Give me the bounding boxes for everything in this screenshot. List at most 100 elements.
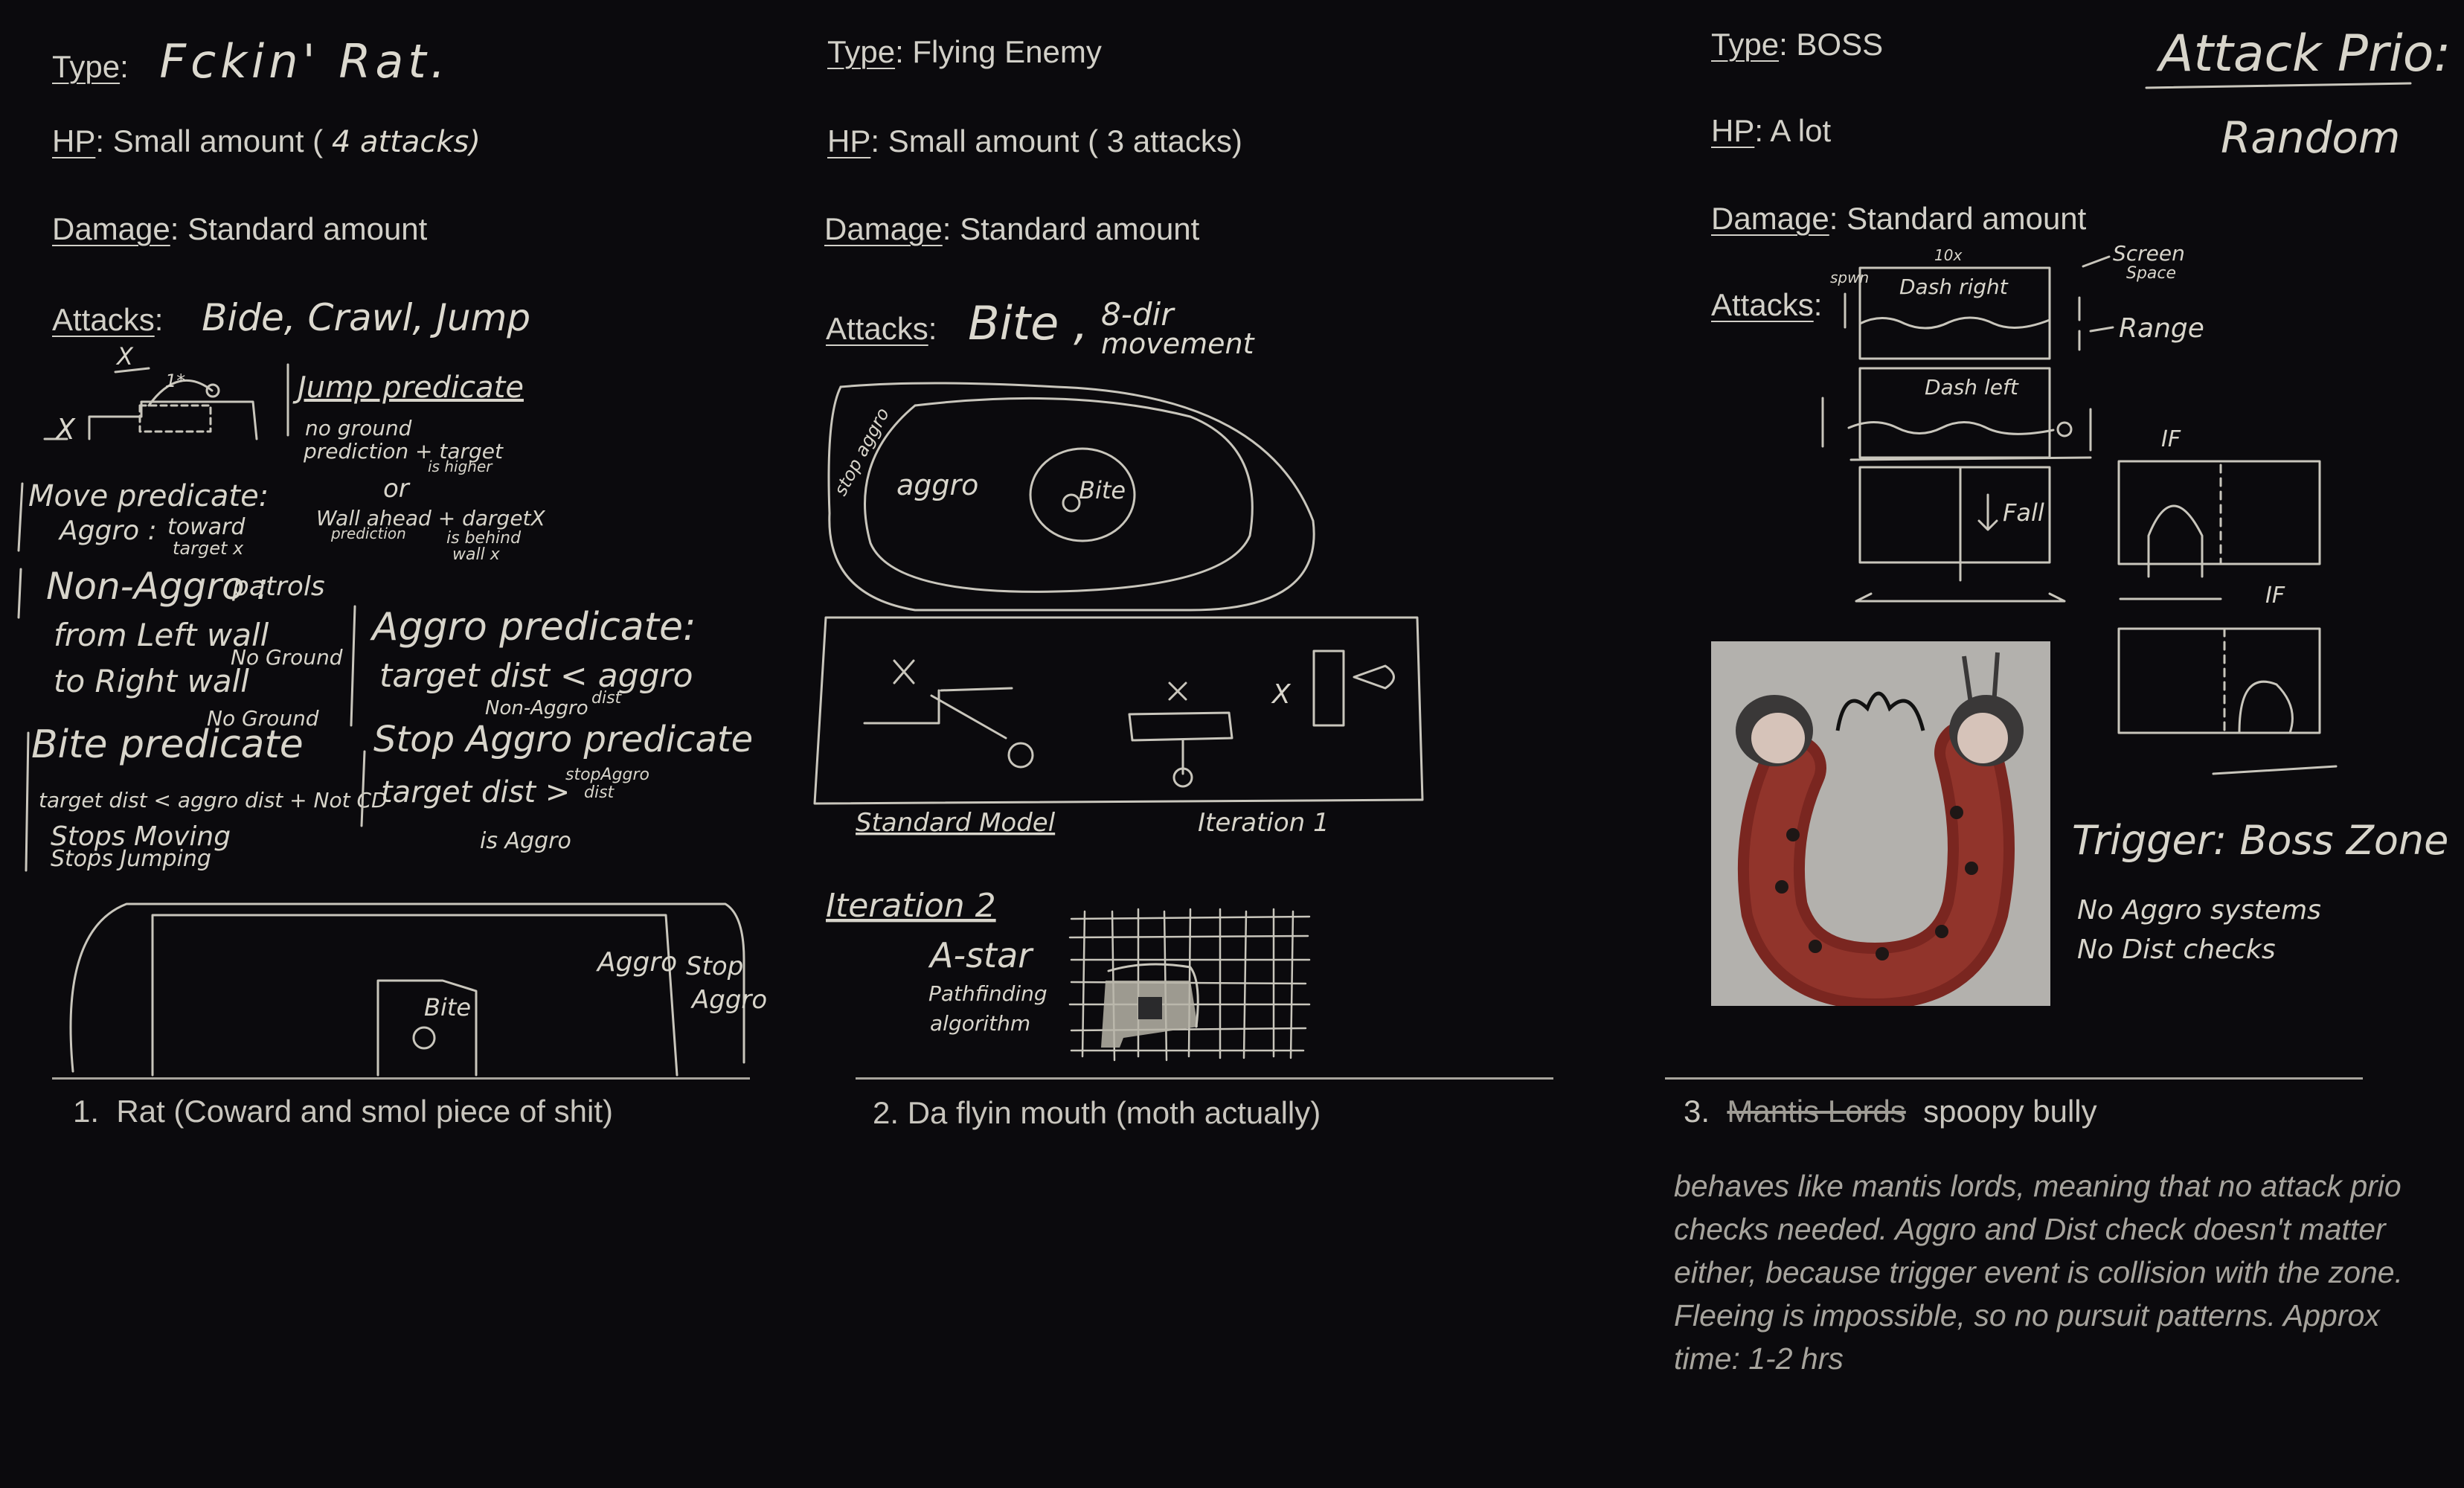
svg-text:dist: dist — [584, 783, 615, 802]
iteration2-label: Iteration 2 — [826, 887, 996, 925]
moth-attacks-value: Bite , — [968, 296, 1088, 350]
svg-text:IF: IF — [2161, 426, 2181, 452]
svg-text:no ground: no ground — [305, 416, 412, 440]
svg-text:No Ground: No Ground — [207, 706, 319, 731]
attack-prio-label: Attack Prio: — [2156, 25, 2451, 83]
svg-text:Screen: Screen — [2113, 241, 2185, 266]
rat-hp-row: HP: Small amount ( 4 attacks) — [52, 124, 481, 159]
svg-text:target dist < aggro: target dist < aggro — [379, 657, 693, 695]
svg-text:IF: IF — [2265, 583, 2285, 609]
svg-text:spwn: spwn — [1830, 269, 1869, 286]
svg-text:No Ground: No Ground — [231, 645, 343, 670]
boss-attacks-row: Attacks: — [1711, 287, 1823, 322]
moth-sketch: stop aggro aggro Bite X Standard Model I… — [813, 382, 1424, 1062]
boss-hp-row: HP: A lot — [1711, 113, 1832, 148]
bite-predicate-title: Bite predicate — [31, 722, 304, 767]
svg-text:Stops Moving: Stops Moving — [51, 821, 231, 852]
svg-text:Space: Space — [2126, 264, 2176, 283]
svg-text:prediction + target: prediction + target — [303, 439, 504, 464]
svg-text:Range: Range — [2119, 313, 2204, 344]
rat-zone-outline — [69, 902, 745, 1073]
boss-caption-struck: Mantis Lords — [1727, 1094, 1906, 1129]
svg-text:is Aggro: is Aggro — [480, 828, 571, 854]
svg-text:Bite: Bite — [424, 993, 471, 1022]
svg-text:Aggro: Aggro — [596, 947, 677, 978]
svg-text:prediction: prediction — [330, 525, 406, 542]
moth-damage-value: Standard amount — [960, 211, 1200, 246]
svg-text:toward: toward — [167, 514, 246, 540]
svg-text:No Aggro systems: No Aggro systems — [2077, 895, 2321, 926]
moth-caption: 2. Da flyin mouth (moth actually) — [873, 1095, 1321, 1130]
if-box-bottom — [2117, 627, 2321, 734]
non-aggro-title: Non-Aggro : — [46, 565, 269, 608]
column-divider-3 — [1665, 1077, 2363, 1080]
svg-text:Wall ahead + dargetX: Wall ahead + dargetX — [316, 506, 546, 530]
hp-label: HP — [52, 124, 96, 158]
svg-text:stopAggro: stopAggro — [565, 766, 649, 784]
svg-text:from Left wall: from Left wall — [54, 617, 269, 653]
boss-type-value: BOSS — [1796, 27, 1884, 62]
boss-sketch: Attack Prio: Random Dash right spwn 10x … — [1821, 25, 2451, 965]
moth-hp-row: HP: Small amount ( 3 attacks) — [827, 124, 1242, 158]
astar-grid — [1068, 908, 1311, 1062]
moth-models-box — [813, 616, 1424, 805]
moth-bite-ring — [1029, 447, 1136, 542]
if-box-top — [2117, 460, 2321, 565]
boss-damage-row: Damage: Standard amount — [1711, 201, 2087, 236]
boss-hp-value: A lot — [1770, 113, 1832, 148]
svg-text:stop aggro: stop aggro — [830, 405, 893, 499]
attack-prio-value: Random — [2221, 112, 2400, 163]
svg-text:or: or — [383, 474, 411, 504]
boss-caption: 3. Mantis Lords spoopy bully — [1684, 1094, 2097, 1129]
svg-text:10x: 10x — [1934, 246, 1962, 264]
rat-damage-row: Damage: Standard amount — [52, 211, 428, 246]
stop-aggro-predicate-title: Stop Aggro predicate — [373, 719, 753, 760]
column-divider-2 — [856, 1077, 1553, 1080]
rat-mini-x: X — [54, 413, 76, 446]
svg-text:is behind: is behind — [446, 529, 522, 548]
dash-left-box — [1858, 367, 2051, 459]
svg-text:target x: target x — [173, 538, 244, 559]
svg-text:to Right wall: to Right wall — [54, 663, 249, 699]
moth-stop-aggro-ring — [827, 382, 1315, 612]
svg-text:No Dist checks: No Dist checks — [2077, 934, 2276, 965]
moth-attacks-row: Attacks: Bite , — [826, 296, 1088, 350]
fall-box — [1858, 466, 2051, 564]
svg-text:Stop: Stop — [686, 952, 743, 981]
rat-attacks-row: Attacks: Bide, Crawl, Jump — [52, 296, 531, 339]
rat-mini-x2: X — [115, 342, 134, 371]
rat-mini-label: 1* — [165, 371, 185, 391]
svg-text:X: X — [1271, 679, 1292, 710]
moth-hp-value: Small amount ( 3 attacks) — [888, 124, 1242, 158]
moth-type-row: Type: Flying Enemy — [827, 34, 1102, 69]
moth-type-value: Flying Enemy — [912, 34, 1102, 69]
moth-aggro-ring — [864, 397, 1254, 593]
moth-damage-row: Damage: Standard amount — [824, 211, 1200, 246]
rat-sketch: X X 1* Jump predicate no ground predicti… — [17, 342, 767, 1077]
svg-text:Stops Jumping: Stops Jumping — [51, 846, 211, 872]
boss-type-row: Type: BOSS — [1711, 27, 1884, 62]
aggro-predicate-title: Aggro predicate: — [370, 605, 696, 650]
svg-text:aggro: aggro — [896, 469, 978, 501]
svg-text:target dist < aggro dist + Not: target dist < aggro dist + Not CD — [39, 788, 388, 812]
svg-text:Pathfinding: Pathfinding — [928, 981, 1047, 1006]
rat-bite-zone — [376, 979, 478, 1077]
svg-text:Dash left: Dash left — [1925, 375, 2019, 400]
jump-predicate-title: Jump predicate — [292, 371, 524, 405]
rat-aggro-zone — [151, 914, 678, 1077]
svg-text:dist: dist — [591, 689, 623, 708]
trigger-label: Trigger: Boss Zone — [2072, 817, 2448, 864]
svg-text:Aggro :: Aggro : — [58, 516, 157, 546]
rat-hp-handwritten: 4 attacks) — [331, 125, 481, 159]
boss-note: behaves like mantis lords, meaning that … — [1674, 1169, 2403, 1376]
boss-damage-value: Standard amount — [1847, 201, 2087, 236]
svg-text:Fall: Fall — [2003, 498, 2044, 527]
column-divider-1 — [52, 1077, 750, 1080]
rat-damage-value: Standard amount — [187, 211, 428, 246]
rat-type-row: Type: Fckin' Rat. — [52, 34, 450, 89]
svg-text:Aggro: Aggro — [690, 985, 767, 1015]
rat-jump-diagram — [43, 400, 258, 440]
svg-text:A-star: A-star — [928, 935, 1034, 975]
rat-attacks-value: Bide, Crawl, Jump — [202, 296, 531, 339]
